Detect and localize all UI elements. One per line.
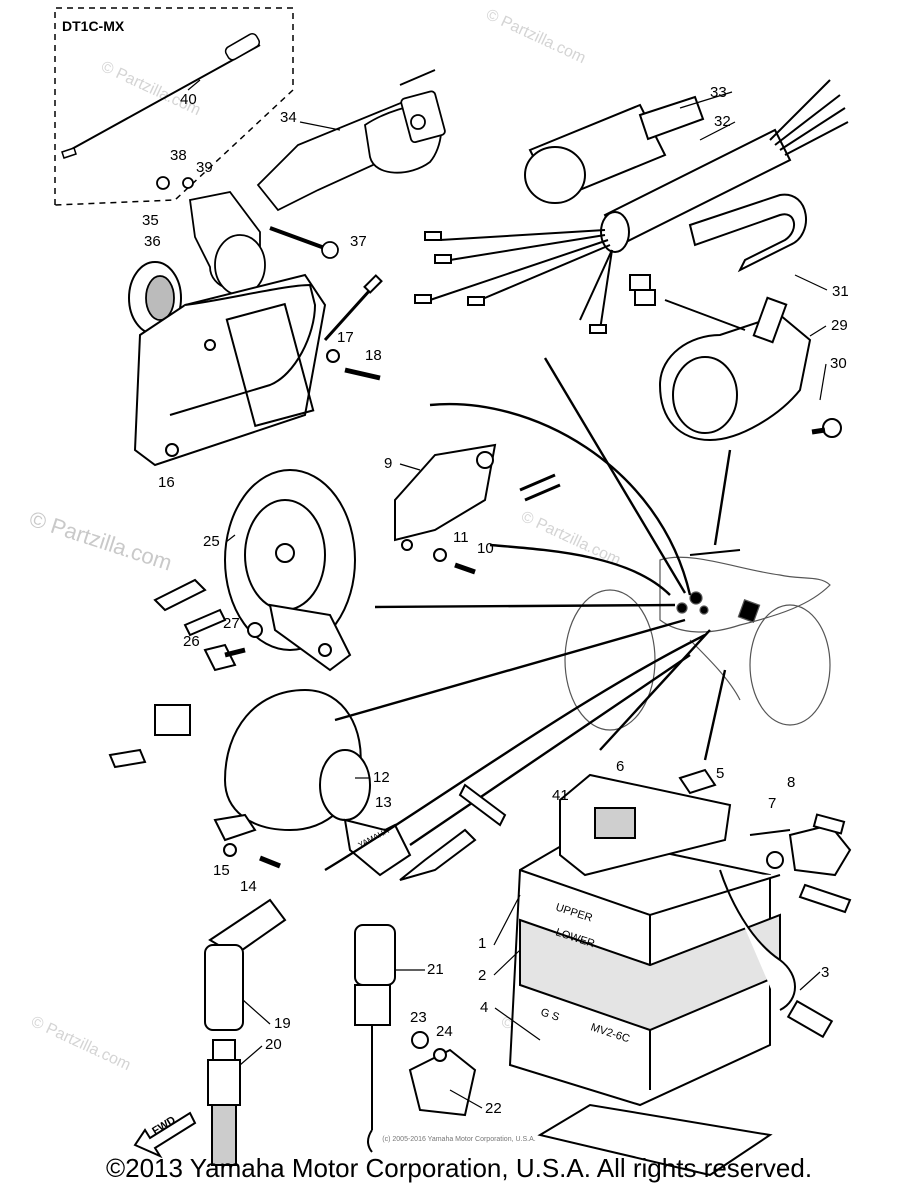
battery-assembly xyxy=(458,768,852,1177)
part-16-unit xyxy=(133,273,383,467)
callout-17: 17 xyxy=(337,329,354,346)
callout-32: 32 xyxy=(714,113,731,130)
callout-22: 22 xyxy=(485,1100,502,1117)
watermark: © Partzilla.com xyxy=(98,58,203,119)
callout-10: 10 xyxy=(477,540,494,557)
callout-19: 19 xyxy=(274,1015,291,1032)
callout-15: 15 xyxy=(213,862,230,879)
part-9-relay xyxy=(394,443,561,575)
callout-12: 12 xyxy=(373,769,390,786)
callout-24: 24 xyxy=(436,1023,453,1040)
callout-23: 23 xyxy=(410,1009,427,1026)
callout-8: 8 xyxy=(787,774,795,791)
callout-20: 20 xyxy=(265,1036,282,1053)
leader-lines xyxy=(324,357,732,872)
parts-35-39 xyxy=(128,176,339,335)
part-34-switch xyxy=(256,69,446,212)
callout-33: 33 xyxy=(710,84,727,101)
fwd-arrow: FWD xyxy=(133,1111,197,1159)
callout-11: 11 xyxy=(453,529,469,546)
callout-34: 34 xyxy=(280,109,297,126)
callout-35: 35 xyxy=(142,212,159,229)
callout-7: 7 xyxy=(768,795,776,812)
callout-37: 37 xyxy=(350,233,367,250)
watermark: © Partzilla.com xyxy=(483,6,588,67)
callout-31: 31 xyxy=(832,283,849,300)
callout-18: 18 xyxy=(365,347,382,364)
watermark: © Partzilla.com xyxy=(26,506,175,576)
tiny-copyright: (c) 2005-2016 Yamaha Motor Corporation, … xyxy=(382,1136,536,1143)
copyright-footer: ©2013 Yamaha Motor Corporation, U.S.A. A… xyxy=(105,1153,813,1183)
callout-numbers: 40 38 39 34 35 36 37 17 18 16 33 32 31 2… xyxy=(142,84,849,1117)
callout-3: 3 xyxy=(821,964,829,981)
part-12-ignition-switch xyxy=(108,688,412,877)
part-29-switch xyxy=(629,274,842,442)
callout-6: 6 xyxy=(616,758,624,775)
callout-27: 27 xyxy=(223,615,240,632)
callout-40: 40 xyxy=(180,91,197,108)
callout-1: 1 xyxy=(478,935,486,952)
parts-21-24-condenser xyxy=(354,828,477,1153)
callout-16: 16 xyxy=(158,474,175,491)
callout-21: 21 xyxy=(427,961,444,978)
battery-brand-text: G S xyxy=(539,1006,561,1023)
callout-30: 30 xyxy=(830,355,847,372)
callout-leaders xyxy=(187,79,828,1109)
callout-29: 29 xyxy=(831,317,848,334)
callout-4: 4 xyxy=(480,999,488,1016)
callout-25: 25 xyxy=(203,533,220,550)
callout-36: 36 xyxy=(144,233,161,250)
callout-38: 38 xyxy=(170,147,187,164)
callout-9: 9 xyxy=(384,455,392,472)
watermark: © Partzilla.com xyxy=(518,508,623,569)
parts-19-20-spark-plug xyxy=(204,898,287,1166)
part-31-strap xyxy=(688,193,807,273)
callout-41: 41 xyxy=(552,787,569,804)
part-25-horn xyxy=(153,469,356,672)
callout-14: 14 xyxy=(240,878,257,895)
callout-13: 13 xyxy=(375,794,392,811)
callout-26: 26 xyxy=(183,633,200,650)
callout-39: 39 xyxy=(196,159,213,176)
variant-label: DT1C-MX xyxy=(62,18,125,34)
parts-32-33-harness xyxy=(414,79,849,334)
variant-box-dt1c-mx xyxy=(54,7,294,206)
watermark: © Partzilla.com xyxy=(28,1013,133,1074)
callout-2: 2 xyxy=(478,967,486,984)
callout-5: 5 xyxy=(716,765,724,782)
